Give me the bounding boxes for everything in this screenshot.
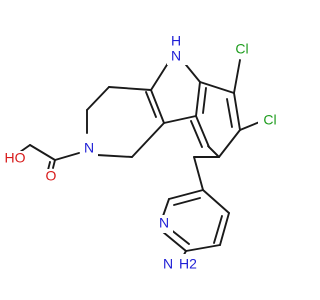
bond-c4b-c9a <box>163 115 197 124</box>
bond-n2-carbonyl <box>54 152 80 161</box>
bond-py-c6-n1-double <box>169 228 190 245</box>
atom-layer: N H Cl Cl N O HO N N H2 <box>2 33 282 274</box>
bond-c5-c4b <box>195 115 210 148</box>
bond-n2-c1 <box>96 154 133 158</box>
bond-carbonyl-ch2 <box>29 144 56 161</box>
bond-c6-c5-top <box>207 145 220 158</box>
bond-c7-c6 <box>218 129 241 158</box>
bond-c8a-c8 <box>199 81 235 94</box>
bond-c1-c9a <box>131 122 165 158</box>
bond-carbonyl-o <box>52 159 56 169</box>
carbonyl-o-label: O <box>46 168 57 184</box>
bond-c9a-c4a-double <box>145 91 157 118</box>
chlorine-upper-label: Cl <box>235 41 248 57</box>
indole-nh-label: N <box>171 48 181 64</box>
bond-layer <box>19 59 263 263</box>
bond-c4a-c4 <box>108 86 152 91</box>
amine-n-label: N <box>163 256 173 272</box>
bond-c8-c7 <box>233 92 241 131</box>
hydroxyl-label: HO <box>5 150 26 166</box>
indole-nh-hydrogen: H <box>171 33 181 49</box>
molecule-structure: N H Cl Cl N O HO N N H2 <box>2 32 282 274</box>
bond-c4a-nh <box>150 59 171 91</box>
amine-h2-label: H2 <box>179 256 197 272</box>
bond-py-c4-c5 <box>219 212 230 246</box>
piperidine-n-label: N <box>84 140 94 156</box>
bond-carbonyl-o-double <box>47 161 51 171</box>
bond-py-n1-c2 <box>162 198 170 217</box>
bond-c9a-c4a <box>150 89 165 124</box>
bond-py-c6-n1 <box>162 231 187 252</box>
pyridine-n-label: N <box>159 215 169 231</box>
chlorine-lower-label: Cl <box>263 112 276 128</box>
bond-py-c5-c6 <box>185 244 221 252</box>
bond-c8-c7-double <box>226 98 233 128</box>
bond-py-c3-c4 <box>202 189 230 214</box>
bond-c5-c4b-double <box>190 120 203 148</box>
bond-c6-pyridine <box>193 156 204 191</box>
bond-c8-cl <box>233 59 241 94</box>
bond-ch2-oh <box>19 144 31 153</box>
bond-py-c4-c5-double <box>213 215 223 244</box>
bond-py-c2-c3 <box>168 189 204 200</box>
bond-c8a-c4b-inner <box>202 87 207 114</box>
bond-c8a-c4b <box>195 81 201 117</box>
bond-py-c2-c3-double <box>173 197 201 206</box>
bond-c4-c3 <box>86 86 110 111</box>
